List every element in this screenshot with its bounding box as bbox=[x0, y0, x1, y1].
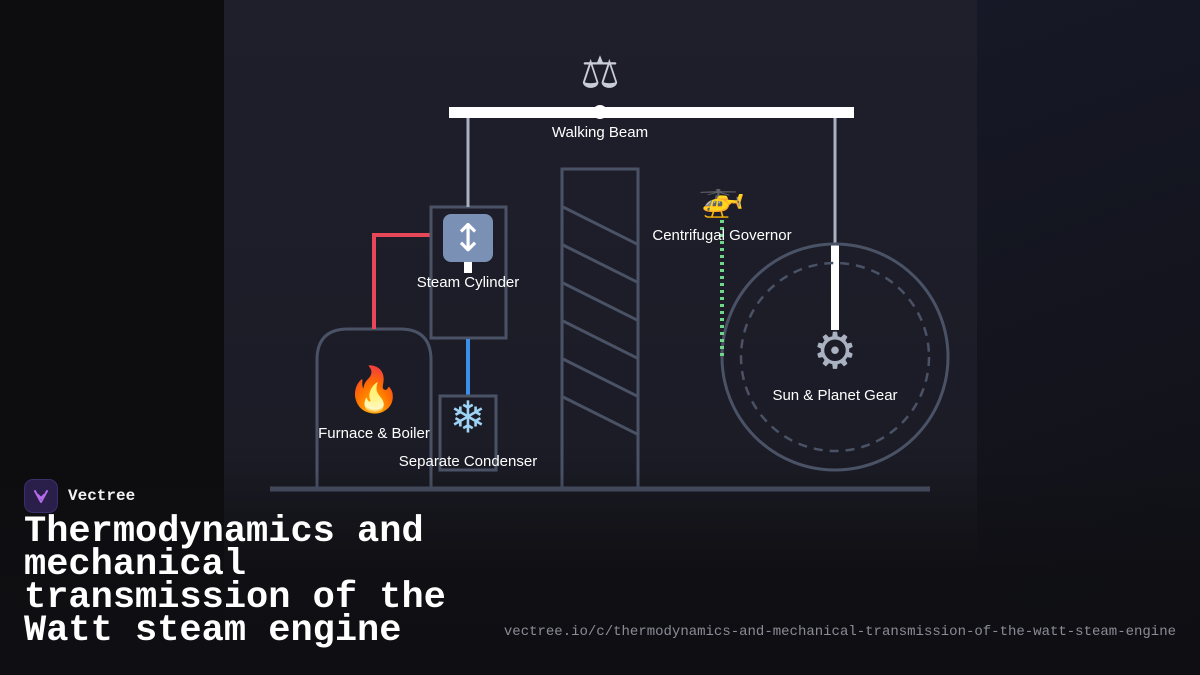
condenser-label: Separate Condenser bbox=[399, 453, 537, 470]
helicopter-icon: 🚁 bbox=[698, 175, 745, 219]
brand-name: Vectree bbox=[68, 487, 136, 505]
scales-icon: ⚖ bbox=[580, 48, 619, 99]
gear-label: Sun & Planet Gear bbox=[772, 387, 897, 404]
bottom-fade bbox=[0, 470, 1200, 675]
steam-cylinder-label: Steam Cylinder bbox=[417, 274, 520, 291]
steam-pipe bbox=[372, 233, 431, 329]
piston-head bbox=[464, 262, 472, 273]
gear-icon: ⚙ bbox=[813, 322, 858, 380]
snowflake-icon: ❄ bbox=[450, 393, 487, 444]
up-down-arrow-icon: ↕ bbox=[443, 214, 493, 262]
boiler-label: Furnace & Boiler bbox=[318, 425, 430, 442]
svg-text:↕: ↕ bbox=[452, 216, 484, 260]
page-title: Thermodynamics and mechanical transmissi… bbox=[24, 511, 446, 652]
vectree-logo-icon bbox=[24, 479, 58, 513]
source-url[interactable]: vectree.io/c/thermodynamics-and-mechanic… bbox=[503, 624, 1176, 640]
frame-column bbox=[560, 167, 640, 491]
governor-label: Centrifugal Governor bbox=[652, 227, 791, 244]
walking-beam-bar bbox=[449, 107, 854, 118]
flywheel-inner-ring bbox=[739, 261, 931, 453]
brand: Vectree bbox=[24, 479, 135, 513]
beam-pivot bbox=[593, 105, 607, 119]
walking-beam-label: Walking Beam bbox=[552, 124, 648, 141]
fire-icon: 🔥 bbox=[347, 365, 402, 416]
